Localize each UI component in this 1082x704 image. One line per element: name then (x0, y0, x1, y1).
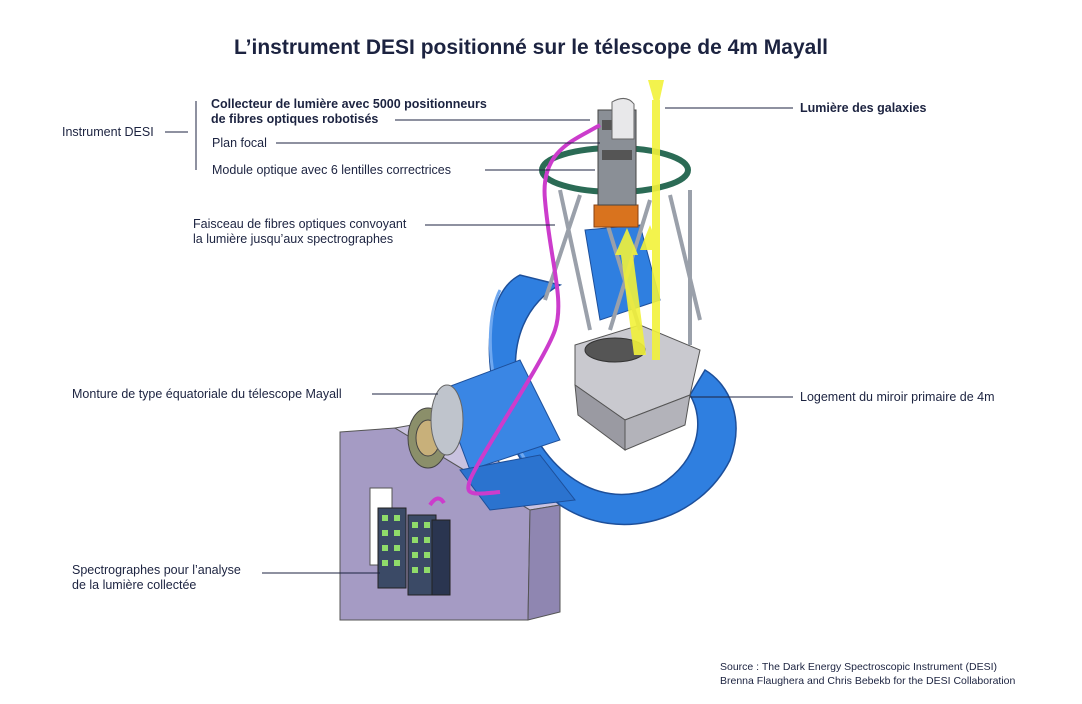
leader-lines (165, 101, 793, 574)
label-equatorial-mount: Monture de type équatoriale du télescope… (72, 387, 342, 401)
galaxy-light-arrows (615, 80, 664, 360)
label-spectrographs-line2: de la lumière collectée (72, 578, 197, 592)
label-galaxy-light: Lumière des galaxies (800, 101, 927, 115)
label-mirror-housing: Logement du miroir primaire de 4m (800, 390, 995, 404)
source-line1: Source : The Dark Energy Spectroscopic I… (720, 661, 997, 673)
source-credit: Source : The Dark Energy Spectroscopic I… (720, 660, 1015, 688)
label-spectrographs-line1: Spectrographes pour l’analyse (72, 563, 241, 577)
label-optical-module: Module optique avec 6 lentilles correctr… (212, 163, 452, 177)
fiber-bundle (466, 123, 602, 496)
label-focal-plane: Plan focal (212, 136, 267, 150)
label-collector-line1: Collecteur de lumière avec 5000 position… (211, 97, 487, 111)
source-line2: Brenna Flaughera and Chris Bebekb for th… (720, 675, 1016, 687)
corrector-barrel (593, 204, 639, 228)
page-title: L’instrument DESI positionné sur le téle… (234, 36, 828, 59)
label-collector-line2: de fibres optiques robotisés (211, 112, 379, 126)
desi-instrument (597, 98, 637, 206)
label-fiber-bundle-line2: la lumière jusqu’aux spectrographes (193, 232, 394, 246)
label-instrument-desi: Instrument DESI (62, 125, 154, 139)
label-fiber-bundle-line1: Faisceau de fibres optiques convoyant (193, 217, 407, 231)
spectrograph-racks (377, 496, 451, 596)
